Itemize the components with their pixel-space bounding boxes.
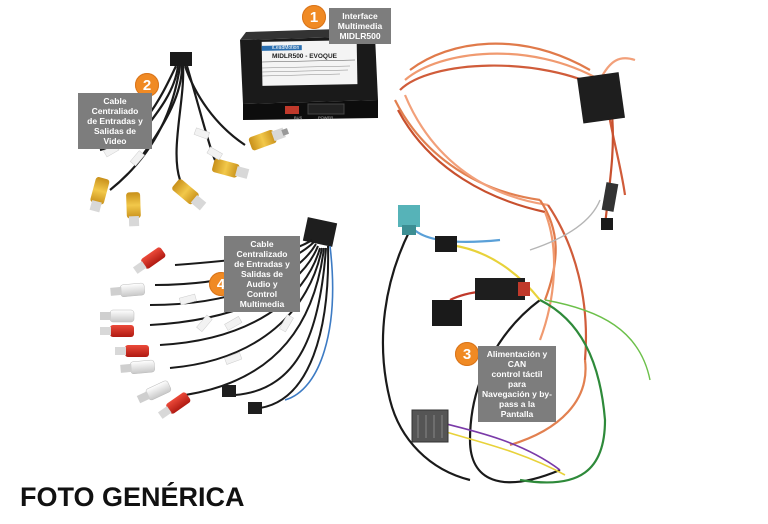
callout-2-line-2: de Entradas y <box>87 116 143 126</box>
audio-cable-tags <box>178 293 294 365</box>
callout-4-line-2: de Entradas y <box>234 259 290 269</box>
callout-1-line-3: MIDLR500 <box>339 31 381 41</box>
rca-yellow-connectors <box>89 127 290 227</box>
callout-2-line-3: Salidas de Video <box>93 126 137 146</box>
device-model: MIDLR500 - EVOQUE <box>272 53 338 60</box>
callout-3-label: Alimentación y CAN control táctil para N… <box>478 346 556 422</box>
device-port-bus: BUS <box>294 115 303 120</box>
callout-4-line-1: Cable Centralizado <box>236 239 288 259</box>
callout-3-badge: 3 <box>455 342 479 366</box>
interface-box <box>240 28 378 120</box>
callout-3-line-3: Navegación y by- <box>482 389 552 399</box>
callout-4-label: Cable Centralizado de Entradas y Salidas… <box>224 236 300 312</box>
callout-2-line-1: Cable Centraliado <box>91 96 139 116</box>
generic-photo-caption: FOTO GENÉRICA <box>20 482 245 512</box>
callout-3-line-4: pass a la Pantalla <box>499 399 535 419</box>
callout-1-badge: 1 <box>302 5 326 29</box>
device-port-power: POWER <box>318 115 333 120</box>
power-can-connectors <box>398 72 625 443</box>
power-can-harness <box>381 42 651 484</box>
callout-1-label: Interface Multimedia MIDLR500 <box>329 8 391 44</box>
rca-audio-connectors <box>100 247 262 419</box>
callout-1-line-2: Multimedia <box>337 21 383 31</box>
callout-3-line-2: control táctil para <box>491 369 543 389</box>
callout-1-line-1: Interface <box>342 11 378 21</box>
callout-2-label: Cable Centraliado de Entradas y Salidas … <box>78 93 152 149</box>
callout-4-line-3: Salidas de Audio y <box>240 269 284 289</box>
device-brand: iLeadMotion <box>272 45 299 51</box>
callout-3-line-1: Alimentación y CAN <box>486 349 548 369</box>
callout-4-line-4: Control Multimedia <box>239 289 285 309</box>
